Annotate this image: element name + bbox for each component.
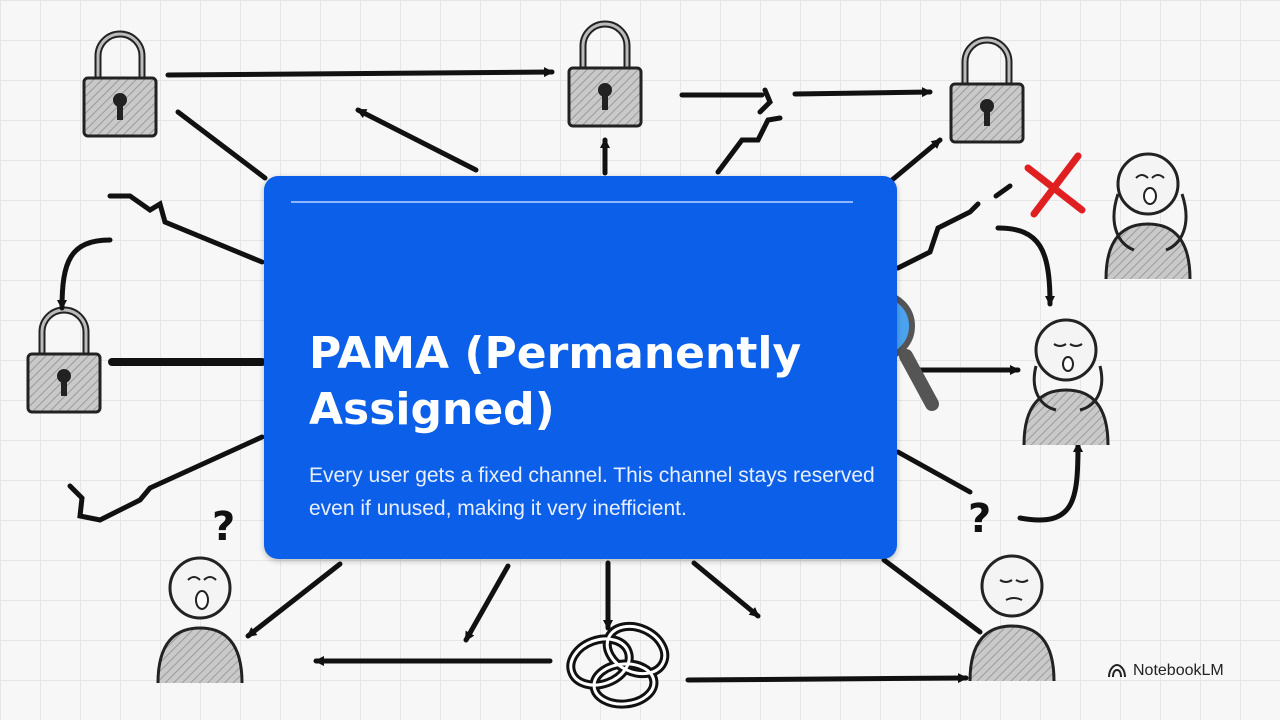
cross-icon (1024, 152, 1086, 218)
lock-icon (951, 40, 1023, 142)
lock-icon (569, 24, 641, 126)
question-mark-icon: ? (212, 504, 235, 550)
person-icon (968, 554, 1056, 683)
card-divider (291, 201, 853, 203)
slide-card: PAMA (Permanently Assigned) Every user g… (264, 176, 897, 559)
notebooklm-logo-icon (1108, 663, 1126, 678)
person-icon (1104, 152, 1192, 281)
lock-icon (28, 310, 100, 412)
person-icon (156, 556, 244, 685)
knot-icon (566, 621, 670, 709)
slide-body: Every user gets a fixed channel. This ch… (309, 464, 875, 520)
svg-text:?: ? (968, 496, 991, 542)
brand-name: NotebookLM (1133, 662, 1224, 679)
slide-title: PAMA (Permanently Assigned) (309, 328, 802, 435)
lock-icon (84, 34, 156, 136)
branding: NotebookLM (1107, 659, 1224, 683)
connection-arrows (57, 67, 1083, 684)
person-icon (1022, 318, 1110, 447)
svg-text:?: ? (212, 504, 235, 550)
question-mark-icon: ? (968, 496, 991, 542)
